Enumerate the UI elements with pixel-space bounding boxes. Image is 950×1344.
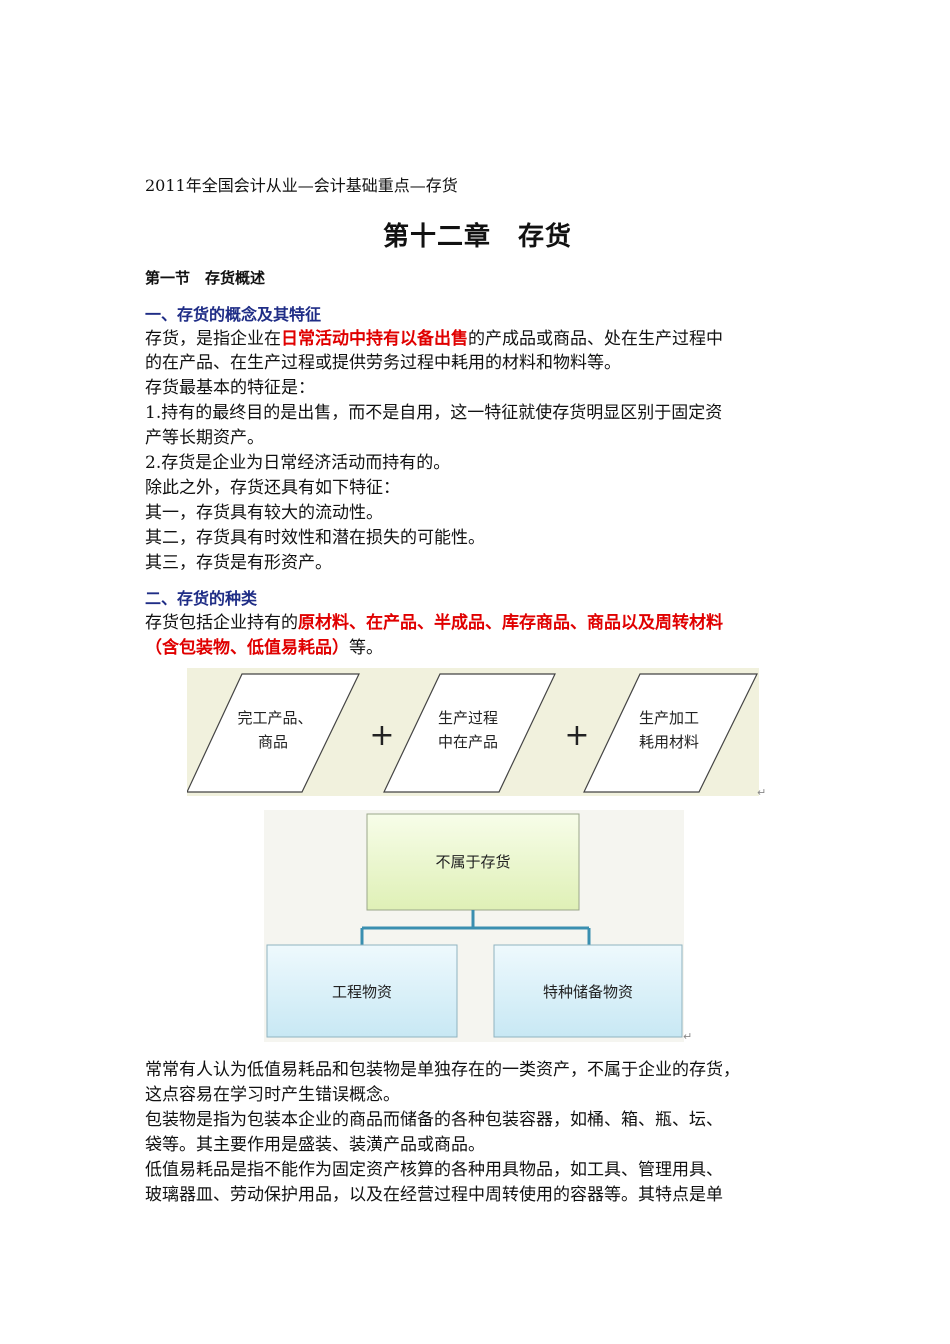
- box3-line2: 耗用材料: [639, 733, 699, 751]
- paragraph-line: 其三，存货是有形资产。: [145, 553, 332, 573]
- types-text: 存货包括企业持有的: [145, 613, 298, 633]
- node-special-reserve-materials: [493, 944, 683, 1038]
- non-inventory-tree-diagram: 不属于存货 工程物资 特种储备物资: [264, 810, 684, 1042]
- types-text: 等。: [349, 638, 383, 658]
- paragraph-line: 其二，存货具有时效性和潜在损失的可能性。: [145, 528, 485, 548]
- subheading-types: 二、存货的种类: [145, 589, 258, 608]
- node-not-inventory-label: 不属于存货: [435, 853, 510, 871]
- types-highlight: 原材料、在产品、半成品、库存商品、商品以及周转材料: [298, 613, 723, 633]
- paragraph-line: 玻璃器皿、劳动保护用品，以及在经营过程中周转使用的容器等。其特点是单: [145, 1185, 723, 1205]
- paragraph-line: 常常有人认为低值易耗品和包装物是单独存在的一类资产，不属于企业的存货，: [145, 1060, 740, 1080]
- parallelogram-finished-goods: [187, 673, 360, 793]
- subheading-concept: 一、存货的概念及其特征: [145, 305, 322, 324]
- paragraph-mark: ↵: [683, 1030, 693, 1043]
- types-line-1: 存货包括企业持有的原材料、在产品、半成品、库存商品、商品以及周转材料: [145, 611, 723, 635]
- node-special-reserve-materials-label: 特种储备物资: [543, 983, 633, 1001]
- document-header: 2011年全国会计从业—会计基础重点—存货: [145, 176, 458, 195]
- paragraph-line: 1.持有的最终目的是出售，而不是自用，这一特征就使存货明显区别于固定资: [145, 403, 723, 423]
- box3-line1: 生产加工: [639, 709, 699, 727]
- paragraph-line: 低值易耗品是指不能作为固定资产核算的各种用具物品，如工具、管理用具、: [145, 1160, 723, 1180]
- paragraph-mark: ↵: [757, 786, 767, 799]
- types-highlight: （含包装物、低值易耗品）: [145, 638, 349, 658]
- plus-sign: +: [564, 718, 589, 753]
- parallelogram-work-in-process: [383, 673, 556, 793]
- paragraph-line: 包装物是指为包装本企业的商品而储备的各种包装容器，如桶、箱、瓶、坛、: [145, 1110, 723, 1130]
- box1-line1: 完工产品、: [237, 709, 312, 727]
- inventory-composition-diagram: 完工产品、 商品 生产过程 中在产品 生产加工 耗用材料 + +: [187, 668, 759, 796]
- definition-text: 存货，是指企业在: [145, 329, 281, 349]
- section-title: 第一节 存货概述: [145, 269, 266, 287]
- box1-line2: 商品: [258, 733, 288, 751]
- definition-line-1: 存货，是指企业在日常活动中持有以备出售的产成品或商品、处在生产过程中: [145, 327, 723, 351]
- node-engineering-materials-label: 工程物资: [332, 983, 392, 1001]
- paragraph-line: 除此之外，存货还具有如下特征：: [145, 478, 400, 498]
- chapter-title: 第十二章 存货: [382, 222, 572, 252]
- types-line-2: （含包装物、低值易耗品）等。: [145, 636, 383, 660]
- paragraph-line: 存货最基本的特征是：: [145, 378, 315, 398]
- paragraph-line: 2.存货是企业为日常经济活动而持有的。: [145, 453, 451, 473]
- box2-line1: 生产过程: [438, 709, 498, 727]
- definition-line-2: 的在产品、在生产过程或提供劳务过程中耗用的材料和物料等。: [145, 353, 621, 373]
- parallelogram-materials: [583, 673, 758, 793]
- plus-sign: +: [369, 718, 394, 753]
- paragraph-line: 这点容易在学习时产生错误概念。: [145, 1085, 400, 1105]
- node-not-inventory: [366, 813, 580, 911]
- box2-line2: 中在产品: [438, 733, 498, 751]
- definition-text: 的产成品或商品、处在生产过程中: [468, 329, 723, 349]
- paragraph-line: 其一，存货具有较大的流动性。: [145, 503, 383, 523]
- paragraph-line: 产等长期资产。: [145, 428, 264, 448]
- paragraph-line: 袋等。其主要作用是盛装、装潢产品或商品。: [145, 1135, 485, 1155]
- node-engineering-materials: [266, 944, 458, 1038]
- definition-highlight: 日常活动中持有以备出售: [281, 329, 468, 349]
